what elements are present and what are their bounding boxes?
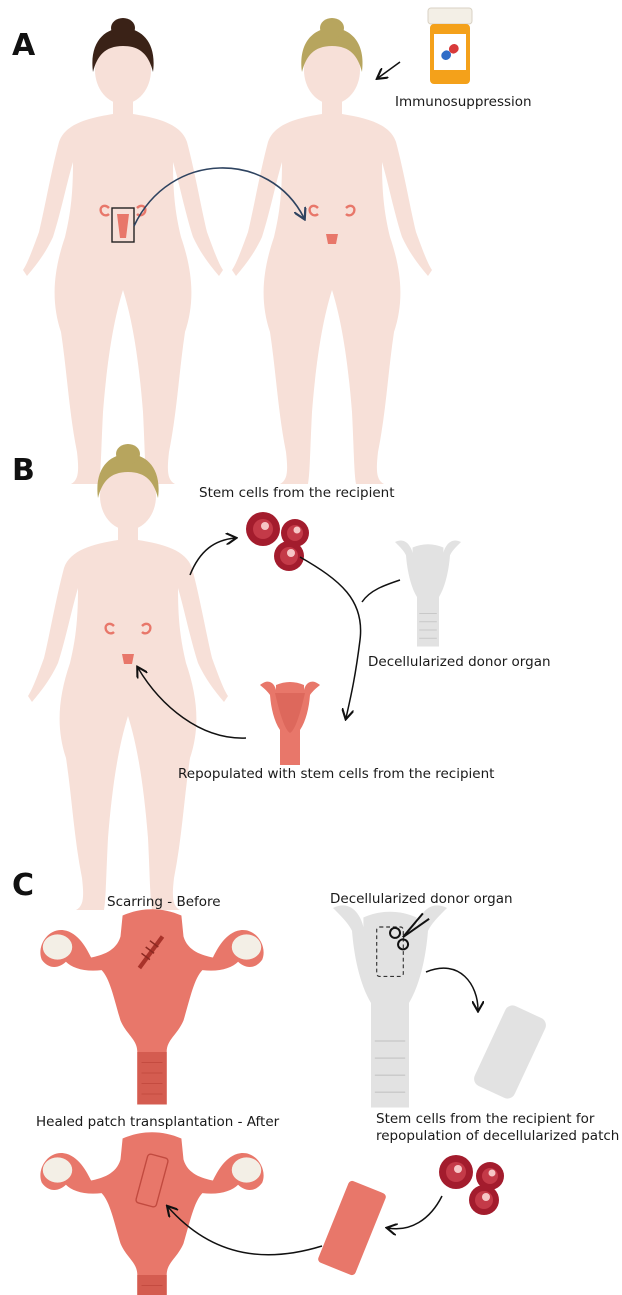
repopulated-label: Repopulated with stem cells from the rec… — [178, 766, 494, 782]
recipient-uterus-mini — [326, 234, 338, 244]
pill-bottle-icon — [428, 8, 472, 84]
immunosuppression-label: Immunosuppression — [395, 94, 532, 110]
body-to-cells-arrow — [190, 538, 235, 575]
decellularized-patch — [471, 1003, 548, 1101]
recipient-woman-b — [28, 444, 228, 910]
donor-woman — [23, 18, 223, 484]
immunosuppression-arrow — [378, 62, 400, 78]
healed-uterus — [40, 1132, 263, 1295]
cells-to-patch-arrow — [388, 1196, 442, 1229]
panel-c-letter: C — [12, 868, 34, 903]
stem-cells-icon-c — [439, 1155, 504, 1215]
stem-line1-label: Stem cells from the recipient for — [376, 1111, 595, 1127]
decell-merge-arrow — [362, 580, 400, 602]
recipient-uterus-mini-b — [122, 654, 134, 664]
decellularized-label-b: Decellularized donor organ — [368, 654, 551, 670]
repopulated-organ — [260, 682, 320, 765]
repopulated-patch — [317, 1180, 387, 1277]
stem-cells-icon — [246, 512, 309, 571]
stem-cells-label-b: Stem cells from the recipient — [199, 485, 395, 501]
cut-patch-arrow — [426, 968, 478, 1010]
stem-line2-label: repopulation of decellularized patch — [376, 1128, 619, 1144]
decellularized-label-c: Decellularized donor organ — [330, 891, 513, 907]
recipient-woman — [232, 18, 432, 484]
panel-a-letter: A — [12, 28, 36, 63]
healed-label: Healed patch transplantation - After — [36, 1114, 280, 1130]
scarring-label: Scarring - Before — [107, 894, 221, 910]
panel-b-letter: B — [12, 453, 35, 488]
decellularized-organ-b — [395, 541, 461, 647]
scarred-uterus — [40, 909, 263, 1104]
